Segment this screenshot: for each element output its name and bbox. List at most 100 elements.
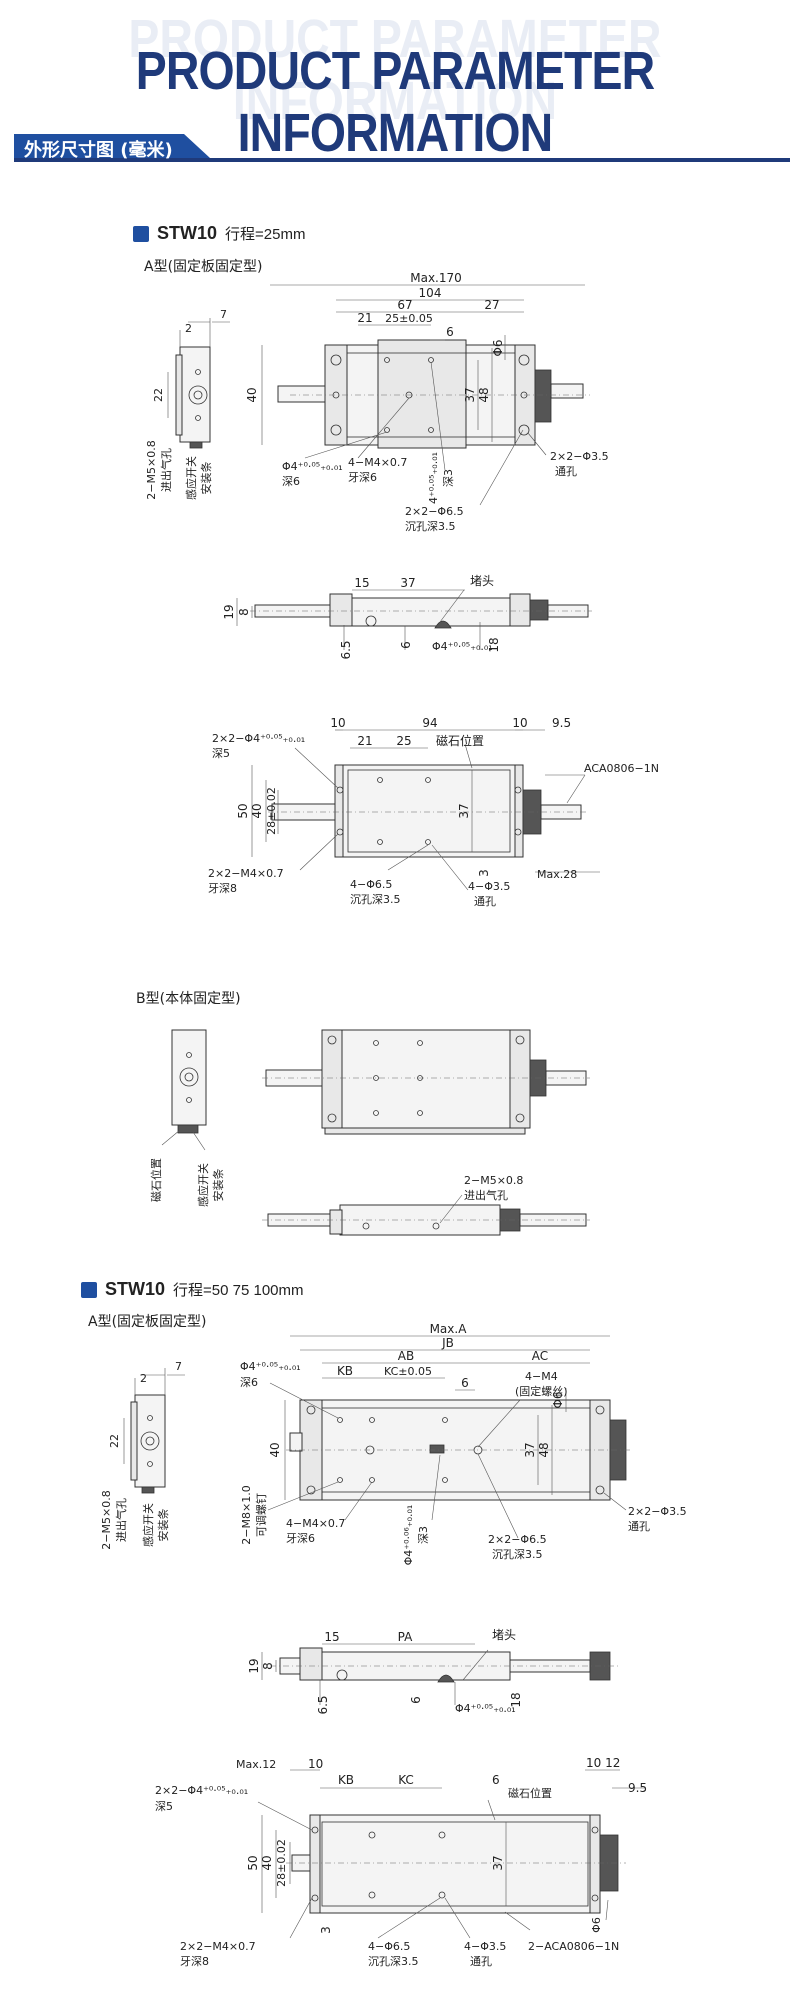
dim-text: Φ6 xyxy=(590,1917,603,1933)
dim-text: 19 xyxy=(247,1658,261,1673)
dim-text: 进出气孔 xyxy=(114,1498,128,1542)
dim-text: PA xyxy=(398,1630,413,1644)
dim-text: 27 xyxy=(484,298,499,312)
dim-text: 37 xyxy=(523,1442,537,1457)
dim-text: 堵头 xyxy=(492,1628,516,1642)
dim-text: JB xyxy=(441,1336,454,1350)
dim-text: 进出气孔 xyxy=(159,448,173,492)
dim-text: 67 xyxy=(397,298,412,312)
dim-text: 2−M5×0.8 xyxy=(464,1174,523,1187)
dim-text: 6 xyxy=(461,1376,469,1390)
dim-text: 2−M5×0.8 xyxy=(100,1490,113,1549)
dim-text: 感应开关 xyxy=(141,1503,155,1547)
dim-text: 2×2−Φ3.5 xyxy=(550,450,609,463)
drawing-6-top-view: 2 7 22 2−M5×0.8 进出气孔 感应开关 安装条 Max.A JB A… xyxy=(100,1322,687,1565)
dim-text: 牙深6 xyxy=(348,471,377,484)
model-row-1: STW10 行程=25mm xyxy=(133,223,305,244)
dim-text: Max.170 xyxy=(410,271,462,285)
dim-text: KC xyxy=(398,1773,414,1787)
dim-text: 25±0.05 xyxy=(385,312,433,325)
dim-text: AB xyxy=(398,1349,414,1363)
dim-text: 深3 xyxy=(442,469,455,487)
dim-text: 4−Φ3.5 xyxy=(468,880,510,893)
dim-text: 3 xyxy=(477,869,491,877)
dim-text: 6.5 xyxy=(339,640,353,659)
model-name: STW10 xyxy=(105,1279,166,1299)
type-label-a1: A型(固定板固定型) xyxy=(144,259,263,275)
dim-text: 37 xyxy=(400,576,415,590)
dim-text: 安装条 xyxy=(211,1169,225,1202)
dim-text: 8 xyxy=(261,1662,275,1670)
dim-text: 6 xyxy=(446,325,454,339)
dim-text: 感应开关 xyxy=(184,456,198,500)
model-row-2: STW10 行程=50 75 100mm xyxy=(81,1279,304,1300)
drawing-4-btype-view: 磁石位置 感应开关 安装条 xyxy=(149,1029,590,1207)
dim-text: 21 xyxy=(357,311,372,325)
model-square-icon xyxy=(133,225,149,242)
dim-text: 18 xyxy=(487,637,501,652)
dim-text: 21 xyxy=(357,734,372,748)
dim-text: 沉孔深3.5 xyxy=(350,893,401,906)
dim-text: 40 xyxy=(260,1855,274,1870)
dim-text: 通孔 xyxy=(628,1520,650,1533)
dim-text: 感应开关 xyxy=(196,1163,210,1207)
dim-text: 2×2−Φ6.5 xyxy=(405,505,464,518)
drawing-5-btype-front: 2−M5×0.8 进出气孔 xyxy=(262,1174,590,1236)
dim-text: 磁石位置 xyxy=(508,1786,552,1800)
dim-text: 48 xyxy=(537,1442,551,1457)
dim-text: 15 xyxy=(324,1630,339,1644)
dim-text: 15 xyxy=(354,576,369,590)
dim-text: 2−ACA0806−1N xyxy=(528,1940,619,1953)
dim-text: Φ4⁺⁰·⁰⁵₊₀.₀₁ xyxy=(455,1702,516,1715)
dim-text: 50 xyxy=(246,1855,260,1870)
dim-text: Φ4⁺⁰·⁰⁵₊₀.₀₁ xyxy=(240,1360,301,1373)
dim-text: KB xyxy=(338,1773,354,1787)
section-bar xyxy=(14,134,790,162)
dim-text: AC xyxy=(532,1349,548,1363)
dim-text: 4−M4×0.7 xyxy=(348,456,407,469)
dim-text: 3 xyxy=(319,1926,333,1934)
dim-text: 安装条 xyxy=(199,462,213,495)
dim-text: 4−Φ6.5 xyxy=(368,1940,410,1953)
dim-text: 25 xyxy=(396,734,411,748)
model-stroke: 行程=25mm xyxy=(225,226,306,243)
dim-text: 2 xyxy=(185,322,192,335)
dim-text: 4−Φ6.5 xyxy=(350,878,392,891)
dim-text: 通孔 xyxy=(474,895,496,908)
dim-text: 深5 xyxy=(212,747,230,760)
dim-text: Max.12 xyxy=(236,1758,276,1771)
dim-text: 2−M8×1.0 xyxy=(240,1485,253,1544)
ghost-heading: PRODUCT PARAMETER INFORMATION xyxy=(128,9,662,131)
dim-text: 6 xyxy=(399,641,413,649)
dim-text: 40 xyxy=(268,1442,282,1457)
dim-text: (固定螺丝) xyxy=(515,1384,568,1398)
dim-text: 22 xyxy=(108,1434,121,1448)
dim-text: 深5 xyxy=(155,1800,173,1813)
dim-text: 2×2−Φ3.5 xyxy=(628,1505,687,1518)
dim-text: 28±0.02 xyxy=(265,787,278,835)
dim-text: Φ6 xyxy=(491,339,505,356)
dim-text: 安装条 xyxy=(156,1509,170,1542)
dim-text: 牙深6 xyxy=(286,1532,315,1545)
drawing-8-bottom-view: Max.12 10 10 12 9.5 KB KC 6 磁石位置 2×2−Φ4⁺… xyxy=(155,1756,647,1968)
type-label-a2: A型(固定板固定型) xyxy=(88,1314,207,1330)
type-label-b1: B型(本体固定型) xyxy=(136,991,241,1007)
dim-text: 沉孔深3.5 xyxy=(492,1548,543,1561)
dim-text: 深3 xyxy=(417,1526,430,1544)
dim-text: Max.28 xyxy=(537,868,577,881)
dim-text: Φ4⁺⁰·⁰⁵₊₀.₀₁ xyxy=(432,640,493,653)
drawing-3-bottom-view: 10 94 10 9.5 21 25 磁石位置 2×2−Φ4⁺⁰·⁰⁵₊₀.₀₁… xyxy=(208,716,659,908)
dim-text: 2−M5×0.8 xyxy=(145,440,158,499)
dim-text: 94 xyxy=(422,716,437,730)
dim-text: 磁石位置 xyxy=(149,1158,163,1202)
page-title: PRODUCT PARAMETER INFORMATION xyxy=(135,41,655,163)
dim-text: KB xyxy=(337,1364,353,1378)
dim-text: 40 xyxy=(245,387,259,402)
dim-text: 2×2−M4×0.7 xyxy=(208,867,284,880)
dim-text: 可调螺钉 xyxy=(255,1493,268,1537)
dim-text: 10 xyxy=(512,716,527,730)
dim-text: 6 xyxy=(492,1773,500,1787)
dim-text: Φ4⁺⁰·⁰⁶₊₀.₀₁ xyxy=(402,1505,415,1566)
dim-text: 40 xyxy=(250,803,264,818)
